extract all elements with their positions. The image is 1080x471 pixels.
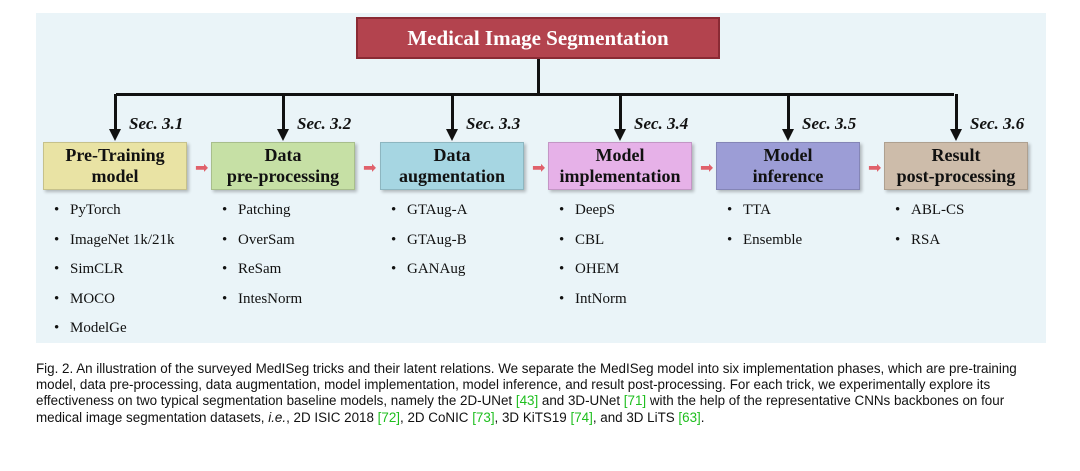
trick-item: CBL — [559, 231, 627, 261]
section-connector-line — [618, 94, 622, 130]
diagram-title: Medical Image Segmentation — [356, 17, 720, 59]
phase-label-line: pre-processing — [226, 166, 340, 186]
caption-text: . — [700, 409, 705, 425]
trick-item: DeepS — [559, 201, 627, 231]
section-label: Sec. 3.5 — [802, 114, 857, 133]
phase-label-line: Data — [264, 145, 302, 165]
caption-citation[interactable]: [43] — [515, 393, 539, 409]
figure-caption: Fig. 2. An illustration of the surveyed … — [36, 361, 1046, 426]
caption-text: , 2D ISIC 2018 — [286, 409, 378, 425]
phase-label-line: model — [91, 166, 139, 186]
section-connector-line — [113, 94, 117, 130]
trick-item: ABL-CS — [895, 201, 964, 231]
trick-item: SimCLR — [54, 260, 175, 290]
trick-item: IntesNorm — [222, 290, 302, 320]
section-label: Sec. 3.1 — [129, 114, 184, 133]
section-connector-line — [281, 94, 285, 130]
trick-list: ABL-CSRSA — [895, 201, 964, 260]
caption-text: and 3D-UNet — [538, 393, 624, 409]
trick-item: ReSam — [222, 260, 302, 290]
caption-text: with the help of the representative CNNs… — [36, 393, 1005, 425]
section-connector-line — [786, 94, 790, 130]
phase-label-line: Model — [595, 145, 645, 165]
phase-label-line: post-processing — [896, 166, 1016, 186]
phase-label-line: inference — [752, 166, 824, 186]
down-arrow-icon — [614, 129, 626, 141]
section-label: Sec. 3.3 — [466, 114, 521, 133]
section-connector-line — [450, 94, 454, 130]
section-label: Sec. 3.6 — [970, 114, 1025, 133]
down-arrow-icon — [950, 129, 962, 141]
flow-arrow-icon: ➡ — [195, 158, 209, 177]
caption-text: , 3D KiTS19 — [494, 409, 571, 425]
phase-label-line: Result — [931, 145, 981, 165]
down-arrow-icon — [782, 129, 794, 141]
phase-label-line: Pre-Training — [65, 145, 165, 165]
phase-label-line: Model — [763, 145, 813, 165]
caption-citation[interactable]: [63] — [678, 409, 701, 425]
trick-list: PyTorchImageNet 1k/21kSimCLRMOCOModelGe — [54, 201, 175, 349]
caption-text: , and 3D LiTS — [592, 409, 679, 425]
section-label: Sec. 3.2 — [297, 114, 352, 133]
caption-text-italic: i.e. — [268, 409, 287, 425]
trick-item: OverSam — [222, 231, 302, 261]
section-connector-line — [954, 94, 958, 130]
caption-citation[interactable]: [74] — [570, 409, 593, 425]
trick-item: TTA — [727, 201, 802, 231]
caption-citation[interactable]: [72] — [377, 409, 401, 425]
branch-line — [116, 93, 954, 96]
trick-item: GANAug — [391, 260, 467, 290]
trick-item: ModelGe — [54, 319, 175, 349]
trick-item: OHEM — [559, 260, 627, 290]
caption-citation[interactable]: [73] — [472, 409, 495, 425]
down-arrow-icon — [446, 129, 458, 141]
trick-list: PatchingOverSamReSamIntesNorm — [222, 201, 302, 319]
flow-arrow-icon: ➡ — [363, 158, 377, 177]
section-label: Sec. 3.4 — [634, 114, 689, 133]
trick-item: ImageNet 1k/21k — [54, 231, 175, 261]
phase-label-line: Data — [433, 145, 471, 165]
down-arrow-icon — [109, 129, 121, 141]
trick-item: PyTorch — [54, 201, 175, 231]
trick-list: TTAEnsemble — [727, 201, 802, 260]
flow-arrow-icon: ➡ — [700, 158, 714, 177]
trick-list: GTAug-AGTAug-BGANAug — [391, 201, 467, 290]
phase-label-line: augmentation — [398, 166, 505, 186]
trick-item: Patching — [222, 201, 302, 231]
caption-text: , 2D CoNIC — [400, 409, 473, 425]
trick-item: GTAug-B — [391, 231, 467, 261]
phase-label-line: implementation — [559, 166, 681, 186]
flow-arrow-icon: ➡ — [868, 158, 882, 177]
trick-item: Ensemble — [727, 231, 802, 261]
title-stem-line — [537, 59, 540, 94]
down-arrow-icon — [277, 129, 289, 141]
trick-item: RSA — [895, 231, 964, 261]
trick-list: DeepSCBLOHEMIntNorm — [559, 201, 627, 319]
flow-arrow-icon: ➡ — [532, 158, 546, 177]
trick-item: IntNorm — [559, 290, 627, 320]
caption-citation[interactable]: [71] — [623, 393, 647, 409]
trick-item: GTAug-A — [391, 201, 467, 231]
trick-item: MOCO — [54, 290, 175, 320]
caption-text: Fig. 2. An illustration of the surveyed … — [36, 361, 1017, 409]
